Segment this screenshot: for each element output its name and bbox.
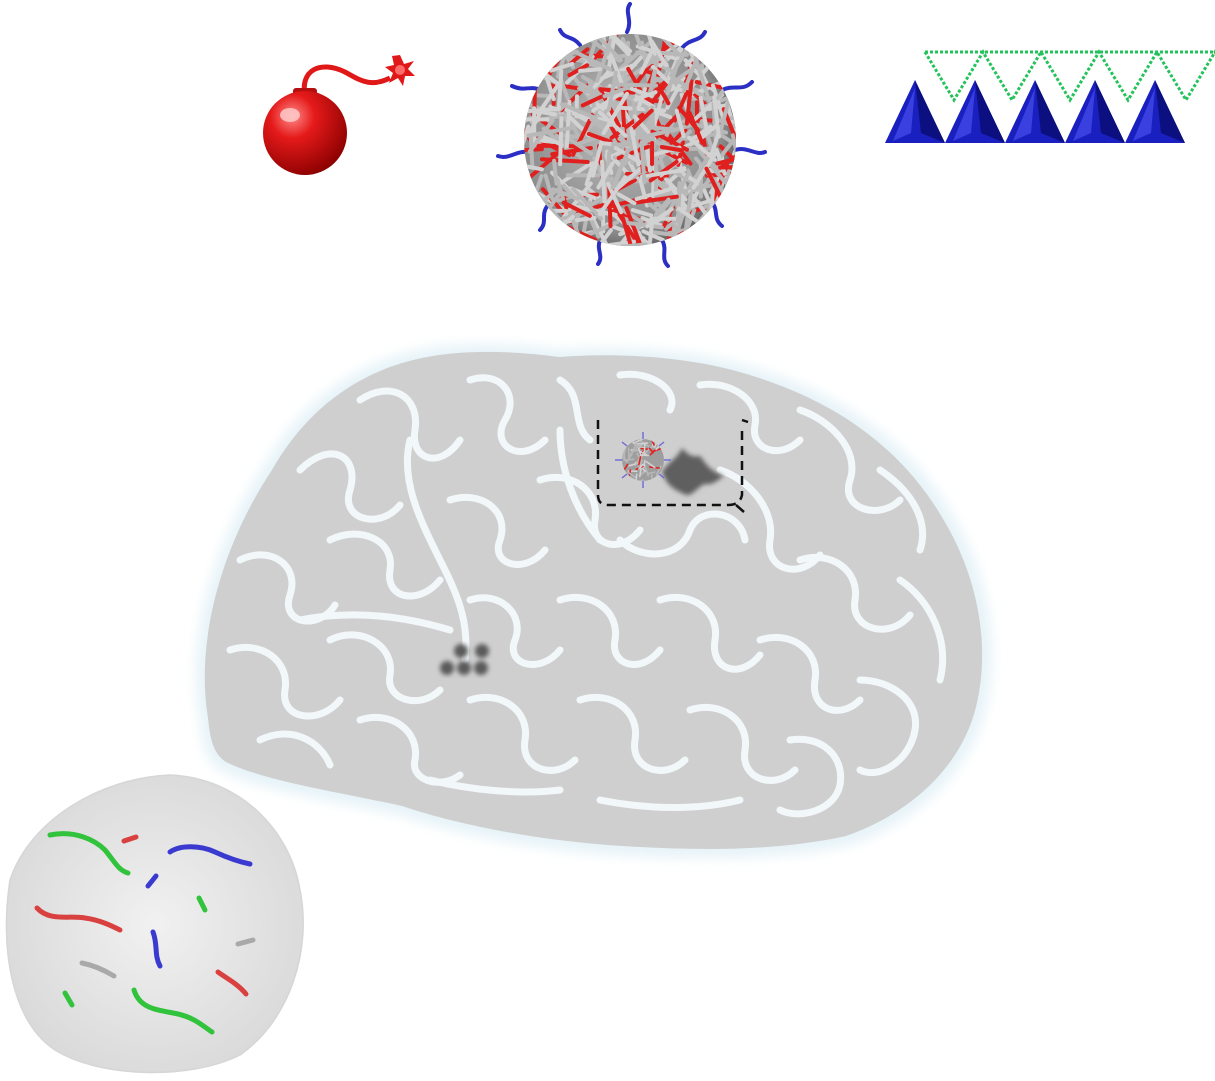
gray-polymer-rod (560, 118, 561, 164)
polymer-rods (504, 16, 752, 260)
gray-polymer-rod (644, 444, 645, 452)
gray-polymer-rod (602, 162, 605, 202)
gray-polymer-rod (637, 443, 647, 444)
brain-icon (196, 344, 992, 858)
gray-polymer-rod (644, 461, 645, 468)
gray-polymer-rod (653, 167, 654, 197)
gray-polymer-rod (580, 69, 600, 71)
gray-polymer-rod (605, 247, 633, 248)
nucleic-acid-zoom (6, 775, 303, 1072)
dna-tetrahedra-icon (885, 52, 1215, 143)
gray-polymer-rod (614, 85, 656, 86)
gray-polymer-rod (642, 142, 645, 182)
red-polymer-rod (511, 149, 542, 151)
gray-polymer-rod (615, 245, 645, 248)
gray-polymer-rod (650, 224, 652, 246)
red-polymer-rod (720, 167, 742, 168)
bomb-icon (263, 55, 415, 175)
gray-polymer-rod (636, 474, 637, 480)
red-polymer-rod (542, 159, 588, 162)
gray-polymer-rod (678, 190, 679, 220)
dna-strand-zigzag (925, 52, 1215, 100)
polymer-nanoparticle-icon (498, 4, 765, 266)
gray-polymer-rod (632, 451, 639, 452)
